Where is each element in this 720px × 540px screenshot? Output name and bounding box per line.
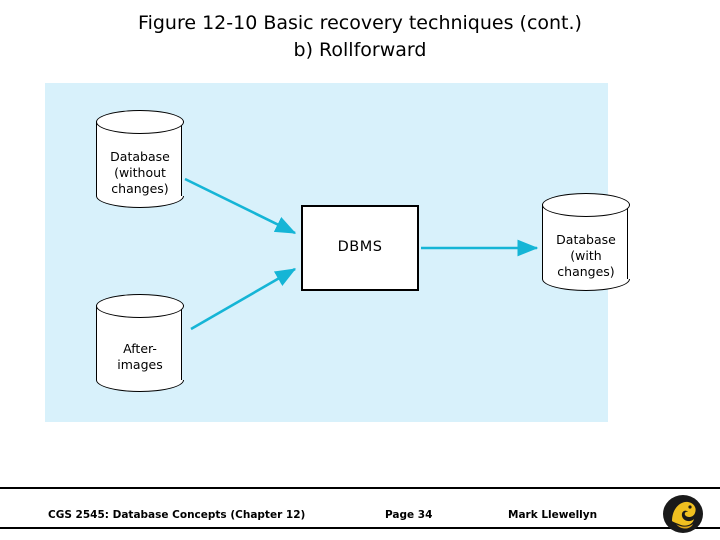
node-label: Database (without changes)	[88, 149, 192, 197]
node-label-line-3: changes)	[111, 181, 169, 196]
cylinder-top-ellipse	[96, 110, 184, 134]
footer-page-number: Page 34	[385, 509, 433, 521]
footer-chapter-label: (Chapter 12)	[230, 509, 306, 521]
cylinder-bottom-fill	[97, 369, 181, 380]
node-label: After- images	[88, 341, 192, 373]
node-label-line-2: (with	[570, 248, 602, 263]
node-label: Database (with changes)	[534, 232, 638, 280]
node-label-line-3: changes)	[557, 264, 615, 279]
node-label-line-1: Database	[110, 149, 170, 164]
figure-panel: Database (without changes) After- images…	[45, 83, 630, 422]
arrow-db-without-to-dbms	[184, 177, 297, 235]
cylinder-body	[96, 122, 182, 196]
node-label-line-2: images	[117, 357, 163, 372]
footer-course-label: CGS 2545: Database Concepts	[48, 509, 227, 521]
node-database-with-changes: Database (with changes)	[542, 193, 630, 291]
node-label-line-1: After-	[123, 341, 157, 356]
footer-divider-bottom	[0, 527, 720, 529]
ucf-knight-logo-icon	[663, 495, 703, 533]
cylinder-bottom-fill	[97, 185, 181, 196]
footer-course: CGS 2545: Database Concepts (Chapter 12)	[48, 509, 305, 521]
node-after-images: After- images	[96, 294, 184, 392]
slide-title-line-2: b) Rollforward	[293, 39, 427, 61]
node-database-without-changes: Database (without changes)	[96, 110, 184, 208]
slide-title: Figure 12-10 Basic recovery techniques (…	[0, 10, 720, 64]
slide-title-line-1: Figure 12-10 Basic recovery techniques (…	[138, 12, 582, 34]
cylinder-body	[542, 205, 628, 279]
cylinder-bottom-fill	[543, 268, 627, 279]
node-label-line-1: Database	[556, 232, 616, 247]
cylinder-top-ellipse	[542, 193, 630, 217]
arrow-after-images-to-dbms	[190, 267, 297, 331]
node-label: DBMS	[337, 239, 383, 255]
footer-divider-top	[0, 487, 720, 489]
footer-author: Mark Llewellyn	[508, 509, 598, 521]
cylinder-top-ellipse	[96, 294, 184, 318]
cylinder-body	[96, 306, 182, 380]
node-dbms: DBMS	[301, 205, 419, 291]
node-label-line-2: (without	[114, 165, 166, 180]
